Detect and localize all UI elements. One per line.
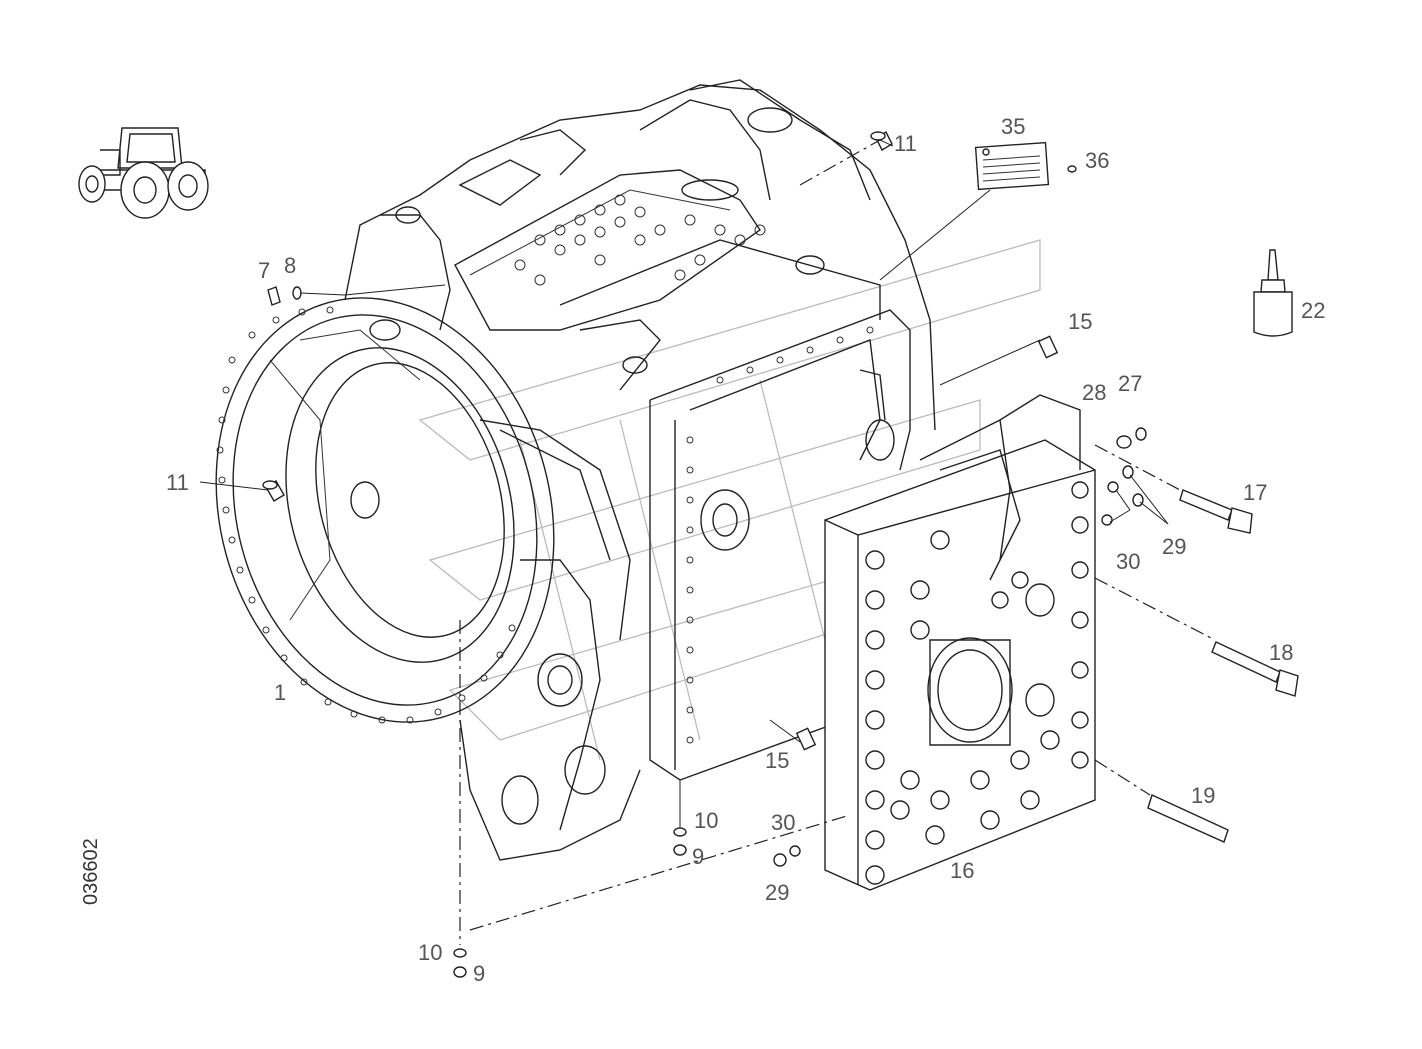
callout-36: 36 bbox=[1085, 148, 1109, 173]
callout-15-bottom: 15 bbox=[765, 748, 789, 773]
callout-labels: 11 35 36 7 8 22 15 28 27 11 17 29 30 18 … bbox=[80, 114, 1325, 986]
callout-15-top: 15 bbox=[1068, 309, 1092, 334]
callout-19: 19 bbox=[1191, 783, 1215, 808]
callout-27: 27 bbox=[1118, 371, 1142, 396]
callout-10-bottom: 10 bbox=[418, 940, 442, 965]
callout-11-left: 11 bbox=[166, 470, 189, 495]
drawing-number: 036602 bbox=[80, 838, 102, 905]
leader-lines bbox=[199, 139, 1216, 945]
callout-17: 17 bbox=[1243, 480, 1267, 505]
callout-8: 8 bbox=[284, 253, 296, 278]
sealant-bottle-icon bbox=[1253, 249, 1293, 337]
callout-29-right: 29 bbox=[1162, 534, 1186, 559]
callout-9-bottom: 9 bbox=[473, 961, 485, 986]
callout-28: 28 bbox=[1082, 380, 1106, 405]
callout-22: 22 bbox=[1301, 298, 1325, 323]
callout-35: 35 bbox=[1001, 114, 1025, 139]
callout-7: 7 bbox=[258, 258, 270, 283]
callout-29-bottom: 29 bbox=[765, 880, 789, 905]
callout-18: 18 bbox=[1269, 640, 1293, 665]
data-plate bbox=[974, 141, 1050, 191]
rear-cover bbox=[824, 394, 1096, 891]
tractor-icon bbox=[78, 127, 209, 219]
transmission-housing bbox=[215, 79, 936, 861]
small-parts bbox=[262, 131, 1299, 978]
callout-1: 1 bbox=[274, 680, 286, 705]
callout-30-right: 30 bbox=[1116, 549, 1140, 574]
callout-16: 16 bbox=[950, 858, 974, 883]
callout-30-bottom: 30 bbox=[771, 810, 795, 835]
callout-11-top: 11 bbox=[894, 131, 917, 156]
callout-9-middle: 9 bbox=[692, 844, 704, 869]
callout-10-middle: 10 bbox=[694, 808, 718, 833]
